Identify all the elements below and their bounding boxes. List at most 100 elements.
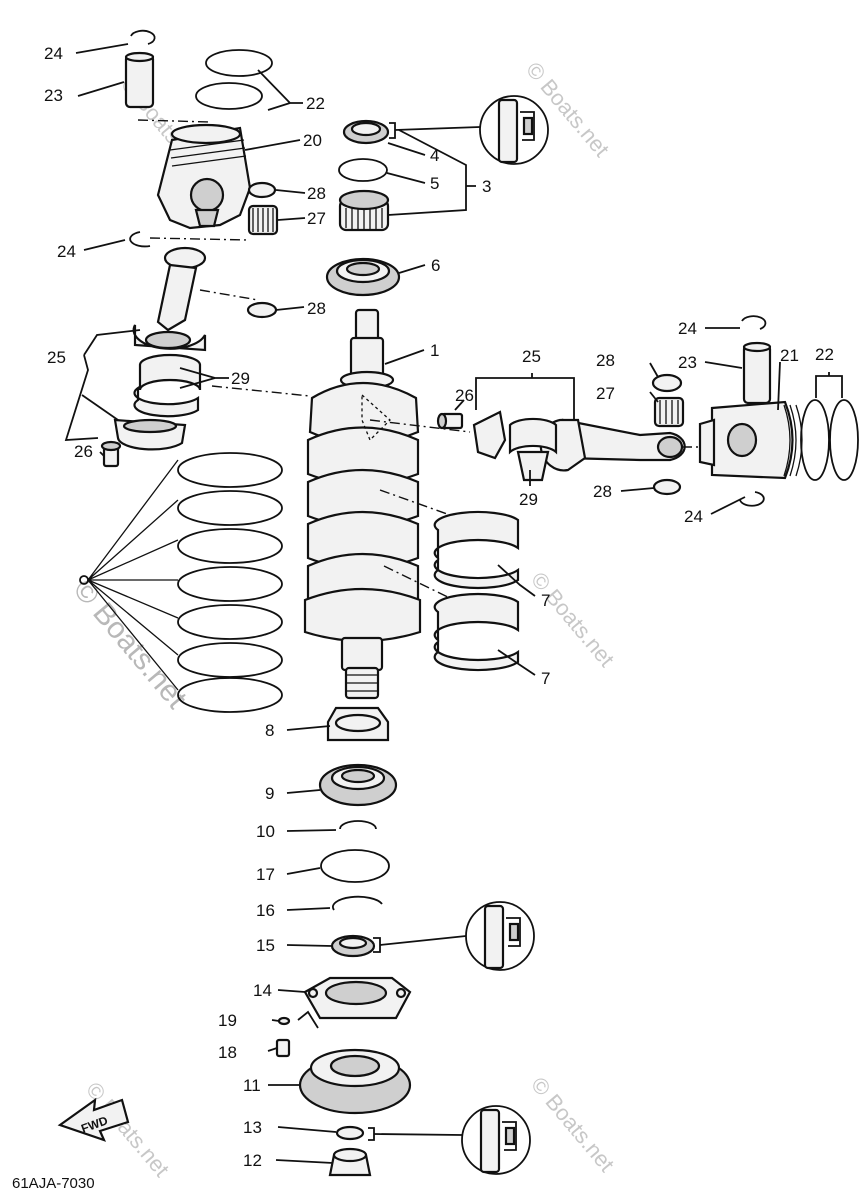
drive-gear — [328, 1125, 372, 1177]
upper-bearing-stack — [325, 95, 549, 297]
piston-pin — [742, 341, 772, 405]
connecting-rod-cap — [472, 410, 507, 460]
callout-3: 3 — [482, 177, 491, 196]
callout-27: 27 — [307, 209, 326, 228]
needle-bearing — [338, 189, 390, 232]
callout-28: 28 — [307, 184, 326, 203]
piston — [156, 123, 252, 230]
flywheel-coupling — [298, 1048, 412, 1115]
callout-24: 24 — [684, 507, 703, 526]
callout-24: 24 — [678, 319, 697, 338]
drawing-code: 61AJA-7030 — [12, 1175, 95, 1192]
callout-29: 29 — [231, 369, 250, 388]
callout-10: 10 — [256, 822, 275, 841]
piston — [698, 400, 803, 480]
callout-28: 28 — [307, 299, 326, 318]
circlip — [332, 895, 383, 911]
lower-bearing-stack — [275, 706, 535, 1177]
callout-29: 29 — [519, 490, 538, 509]
callout-5: 5 — [430, 174, 439, 193]
callout-22: 22 — [306, 94, 325, 113]
callout-12: 12 — [243, 1151, 262, 1170]
big-end-bearing — [508, 417, 558, 482]
watermark: © Boats.net — [521, 57, 614, 161]
callout-14: 14 — [253, 981, 272, 1000]
labyrinth-seal — [326, 706, 390, 742]
watermark: © Boats.net — [526, 567, 619, 671]
crankshaft — [303, 308, 471, 700]
callout-6: 6 — [431, 256, 440, 275]
callout-1: 1 — [430, 341, 439, 360]
piston-pin — [124, 51, 155, 109]
piston-assembly-right — [436, 315, 859, 507]
grease-tube-icon — [479, 95, 549, 165]
piston-pin-clip — [741, 315, 767, 330]
piston-pin-clip — [130, 29, 156, 45]
callout-25: 25 — [47, 348, 66, 367]
snap-ring — [339, 820, 377, 830]
callout-8: 8 — [265, 721, 274, 740]
main-bearing-lower — [433, 592, 520, 672]
callout-16: 16 — [256, 901, 275, 920]
connecting-rod-cap — [113, 418, 187, 451]
piston-pin-clip — [129, 231, 151, 248]
watermark: © Boats.net — [67, 573, 194, 715]
callout-labels: 24 23 22 20 28 27 24 28 25 29 26 4 5 3 6… — [44, 44, 834, 1170]
piston-ring-set — [79, 452, 283, 713]
callout-11: 11 — [243, 1076, 261, 1095]
housing-bolt — [275, 1038, 291, 1058]
oil-seal — [342, 119, 390, 145]
ball-bearing-upper — [325, 257, 401, 297]
piston-ring — [800, 399, 830, 481]
piston-ring — [829, 399, 859, 481]
fwd-arrow-icon: FWD — [57, 1097, 130, 1142]
callout-26: 26 — [455, 386, 474, 405]
thrust-washer — [651, 373, 683, 393]
piston-pin-clip — [739, 491, 765, 507]
callout-21: 21 — [780, 346, 799, 365]
washer — [277, 1016, 291, 1026]
oil-seal-lower — [330, 934, 376, 958]
callout-19: 19 — [218, 1011, 237, 1030]
callout-23: 23 — [678, 353, 697, 372]
connecting-rod — [132, 246, 207, 352]
callout-28: 28 — [596, 351, 615, 370]
callout-7: 7 — [541, 669, 550, 688]
callout-17: 17 — [256, 865, 275, 884]
callout-7: 7 — [541, 591, 550, 610]
callout-4: 4 — [430, 146, 439, 165]
callout-24: 24 — [44, 44, 63, 63]
o-ring-lower — [320, 849, 390, 883]
rod-bolt — [100, 440, 122, 468]
grease-tube-icon — [461, 1105, 531, 1175]
callout-27: 27 — [596, 384, 615, 403]
connecting-rod — [539, 418, 686, 472]
big-end-bearing — [133, 353, 202, 418]
main-bearing-upper — [433, 510, 520, 590]
callout-22: 22 — [815, 345, 834, 364]
callout-24: 24 — [57, 242, 76, 261]
ball-bearing-lower — [318, 763, 398, 807]
watermark: © Boats.net — [526, 1072, 619, 1176]
rod-bolt — [436, 412, 464, 430]
piston-assembly-top-left — [100, 29, 311, 468]
thrust-washer — [652, 478, 682, 496]
o-ring — [338, 158, 388, 182]
oil-seal-housing — [303, 976, 412, 1020]
callout-28: 28 — [593, 482, 612, 501]
leader-lines — [64, 43, 843, 1164]
thrust-washer — [247, 181, 277, 199]
callout-20: 20 — [303, 131, 322, 150]
small-end-bearing — [653, 396, 685, 428]
callout-18: 18 — [218, 1043, 237, 1062]
callout-23: 23 — [44, 86, 63, 105]
callout-25: 25 — [522, 347, 541, 366]
callout-9: 9 — [265, 784, 274, 803]
small-end-bearing — [247, 204, 279, 236]
callout-26: 26 — [74, 442, 93, 461]
callout-15: 15 — [256, 936, 275, 955]
piston-rings — [195, 49, 273, 110]
grease-tube-icon — [465, 901, 535, 971]
thrust-washer — [246, 301, 278, 319]
